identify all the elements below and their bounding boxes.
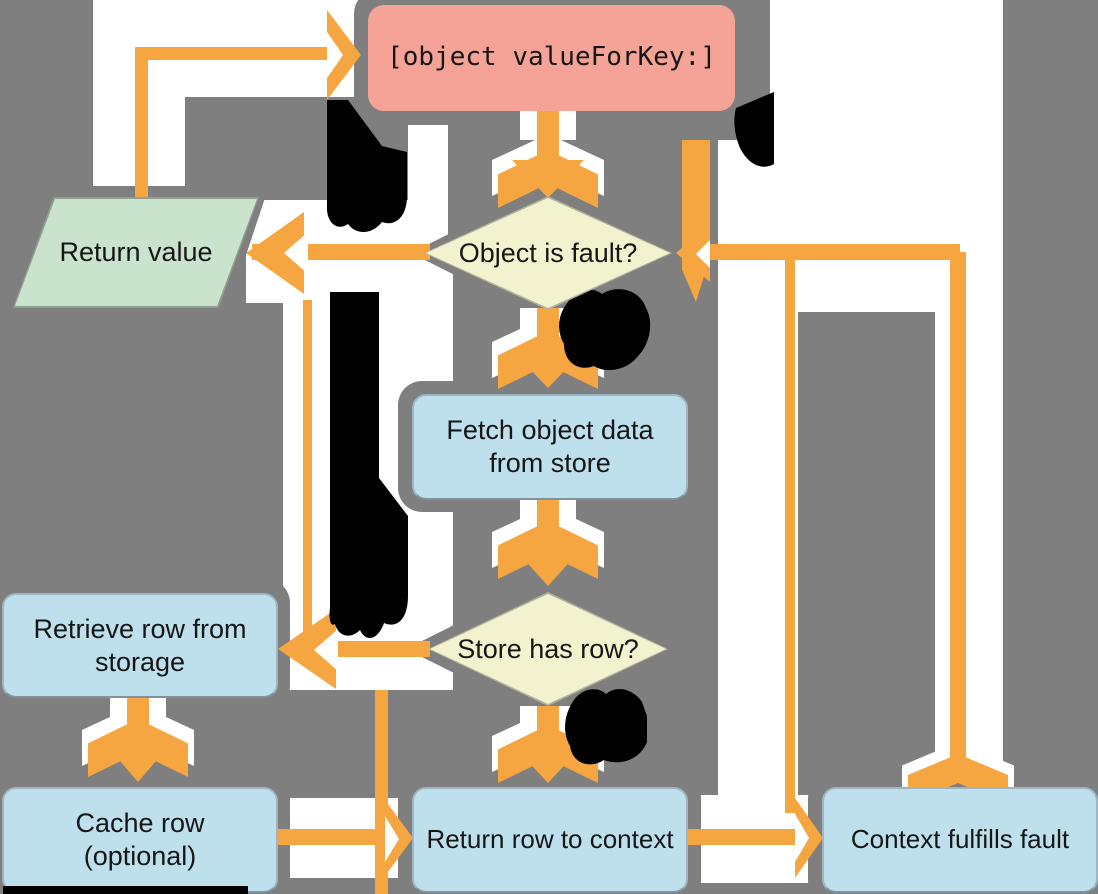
arrow-vfk-shaft [537,110,559,166]
decision-store-has-row: Store has row? [428,592,668,706]
label-blob-top-left [327,100,407,233]
label-blob-yes2 [565,688,647,765]
bottom-edge-artifact [3,886,248,894]
arrow-retrieve-shaft [127,697,149,741]
arrow-context-shaft [687,829,799,845]
node-return-row: Return row to context [412,787,688,893]
arrow-loopback-hline [135,47,333,60]
arrow-yes2-shaft [537,706,559,748]
decision-store-has-row-label: Store has row? [457,633,639,664]
decision-object-is-fault-label: Object is fault? [458,237,638,268]
label-blob-right-of-pink [734,92,774,167]
arrow-cache-shaft [277,829,389,845]
decision-object-is-fault: Object is fault? [424,196,672,310]
node-fetch-object-data: Fetch object data from store [412,394,688,500]
node-object-valueforkey: [object valueForKey:] [368,5,735,111]
node-cache-row: Cache row (optional) [2,787,278,893]
node-return-value: Return value [13,197,259,308]
node-context-fulfills-fault: Context fulfills fault [822,787,1098,893]
node-return-value-fill [15,199,257,306]
arrow-no2-dropline [303,300,312,650]
node-return-row-label: Return row to context [426,824,674,855]
arrow-fetch-shaft [537,499,559,549]
label-blob-middle-channel [329,292,408,639]
label-blob-yes1 [559,289,651,371]
node-retrieve-row: Retrieve row from storage [2,593,278,698]
node-cache-row-label: Cache row (optional) [75,808,205,871]
casing-upper-blob-channel [408,100,448,260]
arrow-loop-hline [700,244,960,260]
arrow-loopback-vline [135,47,148,202]
casing-right-loop-up [935,255,1003,773]
node-fetch-object-data-label: Fetch object data from store [446,415,654,478]
arrow-context-dropline [785,255,795,813]
arrow-loop-vline [950,252,966,774]
node-object-valueforkey-label: [object valueForKey:] [387,42,716,73]
node-retrieve-row-label: Retrieve row from storage [33,613,247,677]
arrow-no2-shaft [310,641,430,657]
node-return-value-label: Return value [59,237,213,268]
arrow-yes1-shaft [537,308,559,356]
node-context-fulfills-fault-label: Context fulfills fault [850,824,1070,855]
